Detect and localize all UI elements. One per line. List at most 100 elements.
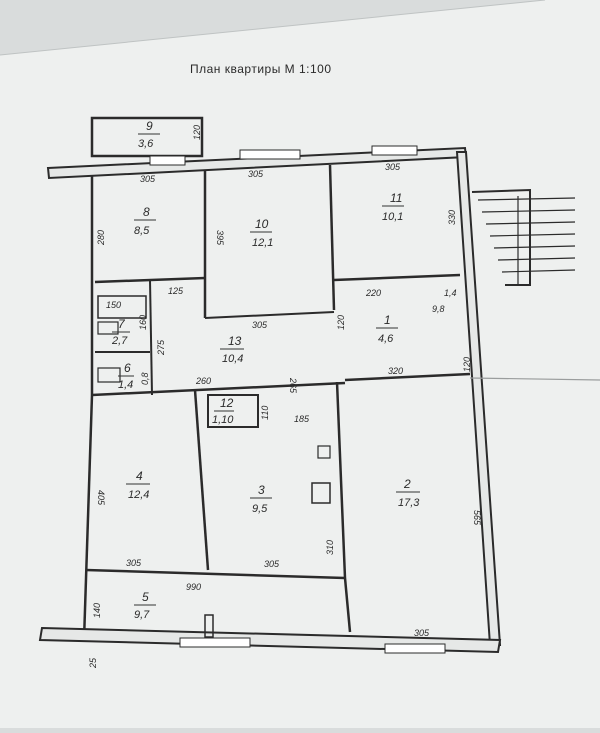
dim-label: 305 bbox=[248, 169, 264, 179]
room-6-number: 6 bbox=[124, 361, 131, 375]
dim-label: 120 bbox=[462, 357, 472, 372]
window-3 bbox=[371, 145, 418, 156]
window-5 bbox=[179, 637, 251, 648]
wall-10-11 bbox=[328, 164, 336, 311]
dim-label: 260 bbox=[195, 376, 211, 386]
room-10: 10 12,1 bbox=[250, 217, 273, 249]
room-11: 11 10,1 bbox=[382, 191, 404, 223]
dim-label: 280 bbox=[96, 230, 106, 246]
room-5-area: 9,7 bbox=[134, 609, 150, 621]
wall-10-bottom bbox=[204, 311, 335, 319]
room-7-area: 2,7 bbox=[111, 335, 128, 347]
room-2: 2 17,3 bbox=[396, 477, 420, 509]
dim-label: 305 bbox=[140, 174, 156, 184]
loggia-post bbox=[204, 614, 214, 638]
dim-label: 125 bbox=[168, 286, 184, 296]
dim-label: 150 bbox=[106, 300, 121, 310]
bathtub bbox=[97, 295, 147, 319]
wall-corridor-bottom bbox=[91, 381, 346, 397]
dim-label: 220 bbox=[365, 288, 381, 298]
room-4-area: 12,4 bbox=[128, 489, 149, 501]
dim-label: 330 bbox=[447, 210, 457, 225]
dim-label: 110 bbox=[260, 406, 270, 420]
dim-label: 990 bbox=[186, 582, 201, 592]
room-7-number: 7 bbox=[118, 317, 126, 331]
dim-label: 0,8 bbox=[140, 372, 150, 385]
room-8: 8 8,5 bbox=[134, 205, 156, 237]
dim-label: 565 bbox=[472, 510, 482, 526]
dim-label: 275 bbox=[156, 339, 166, 356]
dim-label: 305 bbox=[264, 559, 280, 569]
dim-label: 9,8 bbox=[432, 304, 445, 314]
paper-edge bbox=[0, 0, 546, 56]
stove bbox=[311, 482, 331, 504]
dim-label: 305 bbox=[414, 628, 430, 638]
room-8-number: 8 bbox=[143, 205, 150, 219]
room-12: 12 1,10 bbox=[212, 396, 234, 426]
wall-bath-right bbox=[149, 279, 153, 396]
room-5: 5 9,7 bbox=[134, 590, 156, 621]
balcony-9-outline bbox=[90, 116, 204, 158]
room-labels: 9 3,6 8 8,5 10 12,1 11 10,1 7 2,7 6 1,4 bbox=[111, 119, 420, 621]
room-9-number: 9 bbox=[146, 119, 153, 133]
wall-loggia-right bbox=[343, 577, 352, 633]
walls bbox=[38, 116, 502, 654]
room-10-area: 12,1 bbox=[252, 237, 273, 249]
room-1-area: 4,6 bbox=[378, 333, 394, 345]
dim-label: 320 bbox=[388, 366, 403, 376]
dim-label: 305 bbox=[252, 320, 268, 330]
room-12-area: 1,10 bbox=[212, 414, 234, 426]
room-12-number: 12 bbox=[220, 396, 234, 410]
room-3-number: 3 bbox=[258, 483, 265, 497]
room-13-area: 10,4 bbox=[222, 353, 243, 365]
room-4-number: 4 bbox=[136, 469, 143, 483]
dim-label: 120 bbox=[192, 125, 202, 140]
room-6-area: 1,4 bbox=[118, 379, 133, 391]
dim-label: 140 bbox=[92, 603, 102, 618]
dim-label: 185 bbox=[294, 414, 310, 424]
room-2-area: 17,3 bbox=[398, 497, 420, 509]
room-11-number: 11 bbox=[390, 191, 402, 205]
dimension-labels: 305 305 305 120 280 395 330 220 1,4 9,8 … bbox=[88, 125, 482, 669]
room-8-area: 8,5 bbox=[134, 225, 150, 237]
dim-label: 1,4 bbox=[444, 288, 457, 298]
dim-label: 395 bbox=[215, 230, 225, 246]
plan-title: План квартиры М 1:100 bbox=[190, 62, 332, 76]
wall-loggia-top bbox=[85, 568, 346, 580]
dim-label: 265 bbox=[288, 377, 298, 394]
window-2 bbox=[239, 149, 301, 160]
room-5-number: 5 bbox=[142, 590, 149, 604]
sink bbox=[97, 321, 119, 335]
dim-label: 305 bbox=[126, 558, 142, 568]
left-wall-lower bbox=[82, 394, 94, 641]
closet-12 bbox=[207, 394, 259, 428]
wall-11-bottom bbox=[333, 273, 461, 282]
room-9-area: 3,6 bbox=[138, 138, 154, 150]
kitchen-sink bbox=[317, 445, 331, 459]
room-1-number: 1 bbox=[384, 313, 391, 327]
room-4: 4 12,4 bbox=[126, 469, 150, 501]
toilet bbox=[97, 367, 121, 383]
room-9: 9 3,6 bbox=[138, 119, 160, 150]
dim-label: 405 bbox=[96, 490, 106, 506]
room-11-area: 10,1 bbox=[382, 211, 403, 223]
room-3-area: 9,5 bbox=[252, 503, 268, 515]
room-7: 7 2,7 bbox=[111, 317, 130, 347]
wall-2-top bbox=[344, 372, 471, 382]
wall-3-2 bbox=[335, 381, 347, 579]
room-13: 13 10,4 bbox=[220, 334, 244, 365]
window-4 bbox=[384, 643, 446, 654]
dim-label: 120 bbox=[336, 315, 346, 330]
window-1 bbox=[149, 155, 186, 166]
room-13-number: 13 bbox=[228, 334, 242, 348]
room-1: 1 4,6 bbox=[376, 313, 398, 345]
room-2-number: 2 bbox=[403, 477, 411, 491]
room-10-number: 10 bbox=[255, 217, 269, 231]
dim-label: 305 bbox=[385, 162, 401, 172]
dim-label: 310 bbox=[325, 540, 335, 555]
dim-label: 25 bbox=[88, 657, 98, 669]
staircase bbox=[469, 188, 600, 381]
